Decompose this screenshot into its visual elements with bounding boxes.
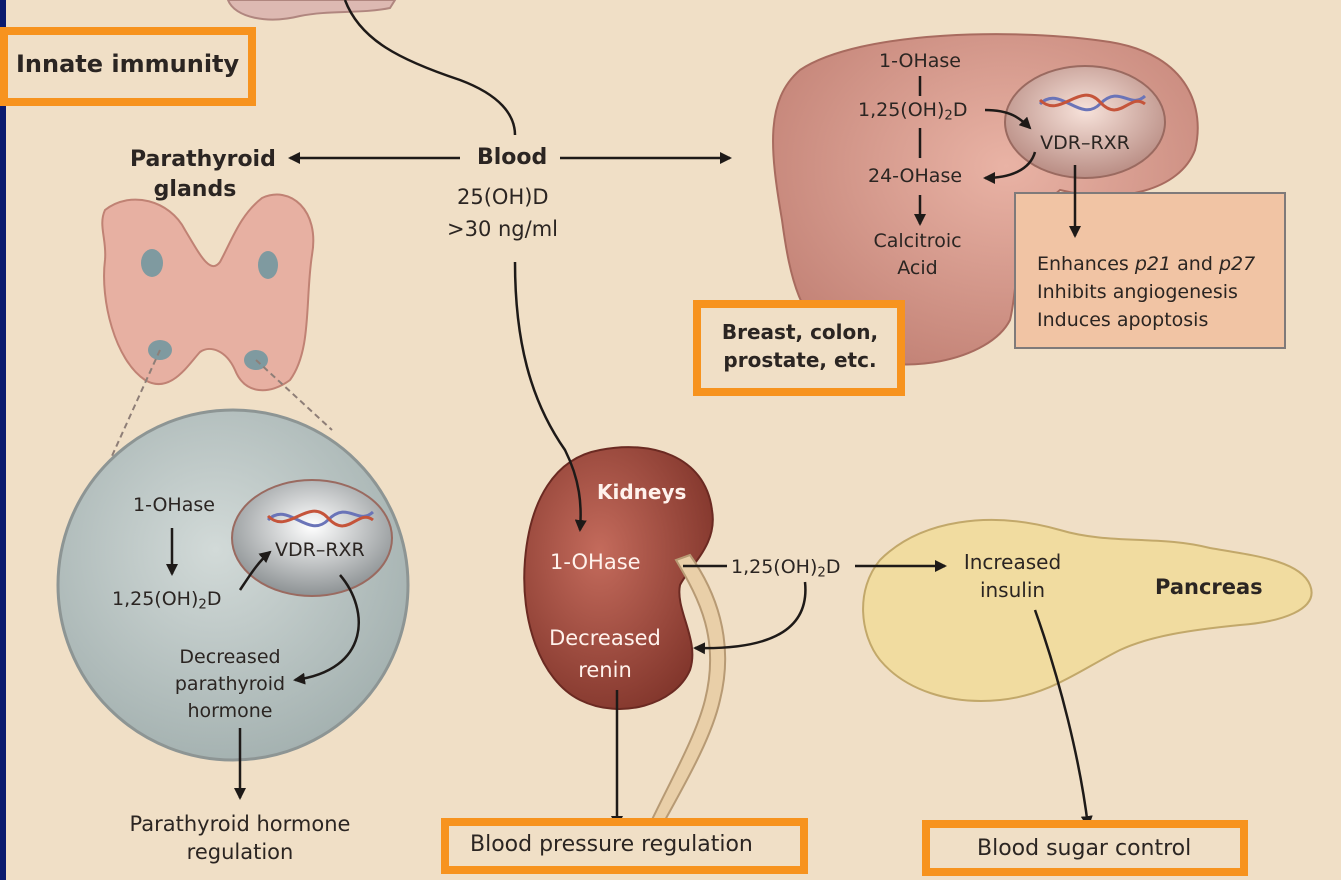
label-parathyroid-glands: Parathyroid glands (130, 145, 260, 205)
label-breast-vdr: VDR–RXR (1030, 132, 1140, 154)
label-breast: Breast, colon, prostate, etc. (712, 318, 888, 374)
label-blood-threshold: >30 ng/ml (447, 217, 558, 241)
label-kidneys: Kidneys (597, 480, 686, 504)
gland-nodule (141, 249, 163, 277)
label-effects-line2: Inhibits angiogenesis (1037, 281, 1238, 303)
label-kidney-calcitriol: 1,25(OH)2D (731, 556, 840, 580)
label-pancreas: Pancreas (1155, 575, 1263, 599)
nucleus-breast (1005, 66, 1165, 178)
label-pt-calcitriol: 1,25(OH)2D (112, 588, 221, 612)
label-decreased-pth: Decreased parathyroid hormone (165, 644, 295, 725)
label-sugar-control: Blood sugar control (977, 836, 1191, 861)
label-bp-regulation: Blood pressure regulation (470, 832, 753, 857)
label-kidney-1ohase: 1-OHase (550, 550, 641, 574)
label-breast-1ohase: 1-OHase (860, 50, 980, 72)
label-pt-vdr: VDR–RXR (275, 539, 365, 561)
gland-nodule (258, 251, 278, 279)
label-breast-calcitriol: 1,25(OH)2D (858, 99, 967, 123)
label-effects-line1: Enhances p21 and p27 (1037, 253, 1255, 275)
label-decreased-renin: Decreased renin (540, 622, 670, 686)
label-increased-insulin: Increased insulin (945, 548, 1080, 604)
label-pth-regulation: Parathyroid hormone regulation (120, 810, 360, 866)
label-blood: Blood (477, 145, 547, 170)
label-effects-line3: Induces apoptosis (1037, 309, 1208, 331)
nucleus-parathyroid (232, 480, 392, 596)
label-pt-1ohase: 1-OHase (133, 494, 215, 516)
label-innate-immunity: Innate immunity (16, 50, 239, 78)
label-blood-level: 25(OH)D (457, 185, 549, 209)
label-24ohase: 24-OHase (868, 165, 962, 187)
label-calcitroic: Calcitroic Acid (860, 228, 975, 282)
